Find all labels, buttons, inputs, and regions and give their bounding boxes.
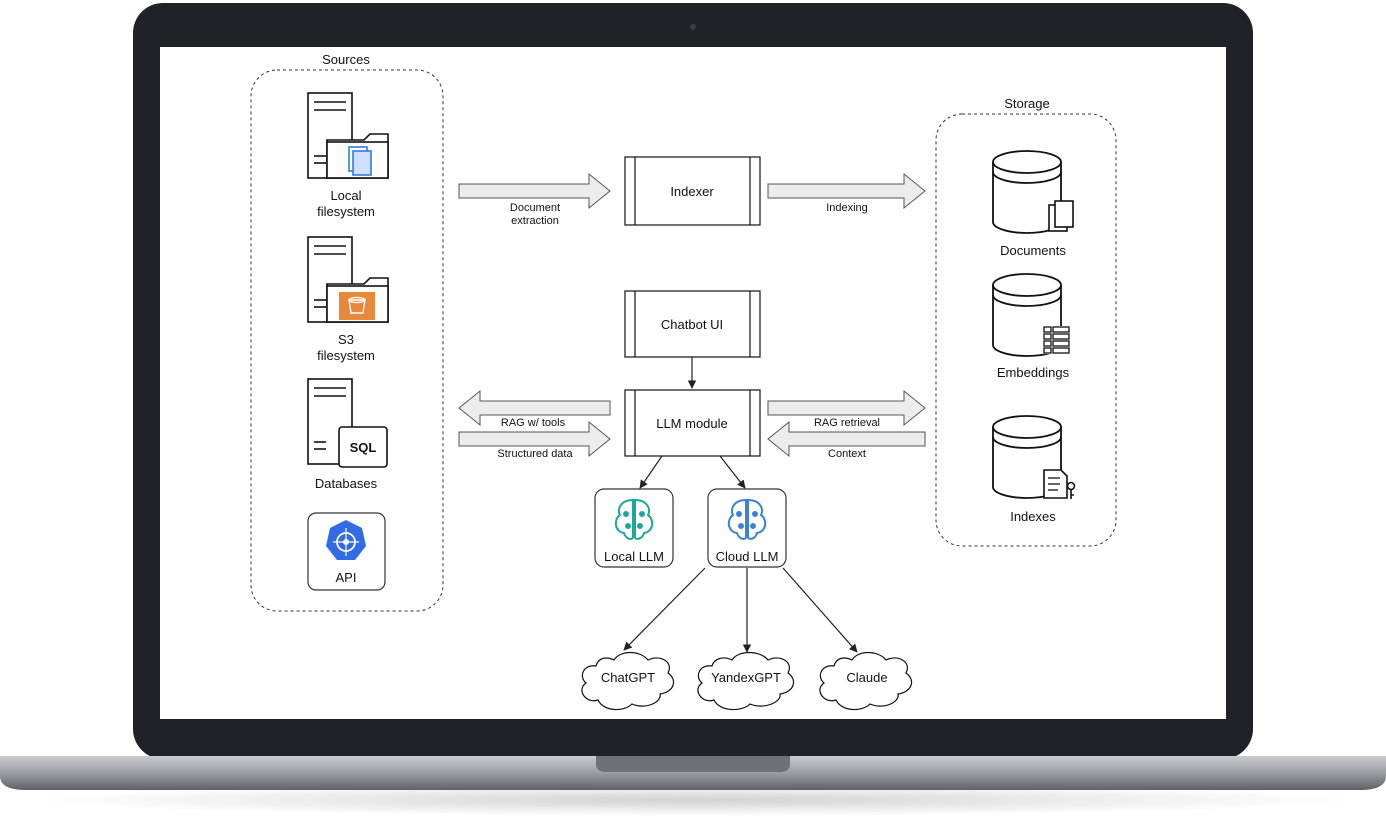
sources-title: Sources	[322, 52, 370, 67]
source-label-s3-1: S3	[338, 332, 354, 347]
document-extraction-label-2: extraction	[511, 215, 559, 227]
cloud-to-chatgpt-connector	[623, 567, 706, 651]
storage-label-embeddings: Embeddings	[997, 365, 1070, 380]
rag-tools-arrow	[458, 389, 611, 427]
source-label-local-2: filesystem	[317, 204, 375, 219]
yandexgpt-cloud[interactable]	[697, 651, 795, 711]
yandexgpt-label: YandexGPT	[711, 670, 781, 685]
sql-badge: SQL	[350, 440, 377, 455]
database-embeddings-icon	[992, 273, 1070, 357]
indexer-label: Indexer	[670, 184, 714, 199]
indexer-box[interactable]	[624, 156, 761, 226]
indexing-arrow	[767, 172, 926, 210]
kubernetes-api-icon	[307, 512, 386, 591]
server-folder-s3-icon	[307, 236, 389, 323]
claude-label: Claude	[846, 670, 887, 685]
laptop-shadow	[33, 784, 1353, 816]
llm-module-label: LLM module	[656, 416, 728, 431]
rag-retrieval-label: RAG retrieval	[814, 417, 880, 429]
cloud-llm-label: Cloud LLM	[716, 549, 779, 564]
indexing-label: Indexing	[826, 202, 868, 214]
document-extraction-label-1: Document	[510, 202, 560, 214]
camera-icon	[690, 24, 696, 30]
source-label-s3-2: filesystem	[317, 348, 375, 363]
source-label-api: API	[336, 570, 357, 585]
storage-label-indexes: Indexes	[1010, 509, 1056, 524]
claude-cloud[interactable]	[819, 651, 913, 711]
chatgpt-label: ChatGPT	[601, 670, 655, 685]
cloud-to-claude-connector	[782, 567, 858, 653]
document-extraction-arrow	[458, 172, 611, 210]
llm-to-local-connector	[639, 455, 663, 489]
laptop-notch	[596, 756, 790, 772]
storage-label-documents: Documents	[1000, 243, 1066, 258]
context-label: Context	[828, 448, 866, 460]
llm-module-box[interactable]	[624, 389, 761, 457]
brain-icon	[727, 498, 767, 540]
structured-data-arrow	[458, 420, 611, 458]
storage-title: Storage	[1004, 96, 1050, 111]
brain-icon	[614, 498, 654, 540]
server-sql-icon	[307, 378, 388, 468]
context-arrow	[767, 420, 926, 458]
llm-to-cloud-connector	[719, 455, 746, 489]
laptop-base	[0, 756, 1386, 790]
server-folder-documents-icon	[307, 92, 389, 179]
chatbot-ui-box[interactable]	[624, 290, 761, 358]
database-documents-icon	[992, 150, 1074, 234]
local-llm-label: Local LLM	[604, 549, 664, 564]
source-label-local-1: Local	[330, 188, 361, 203]
sources-group	[250, 69, 444, 612]
source-label-databases: Databases	[315, 476, 378, 491]
rag-retrieval-arrow	[767, 389, 926, 427]
chatbot-ui-label: Chatbot UI	[661, 317, 723, 332]
structured-data-label: Structured data	[497, 448, 573, 460]
chatgpt-cloud[interactable]	[581, 651, 675, 711]
rag-tools-label: RAG w/ tools	[501, 417, 566, 429]
database-indexes-icon	[992, 415, 1076, 499]
